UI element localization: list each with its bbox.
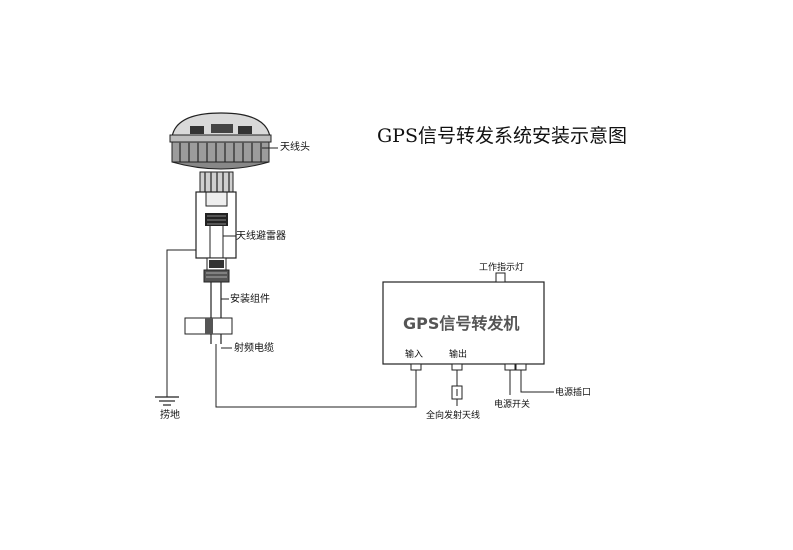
- label-indicator: 工作指示灯: [479, 261, 524, 273]
- label-antenna-head: 天线头: [280, 140, 310, 153]
- antenna-connector: [199, 171, 234, 226]
- input-port-icon: [410, 363, 422, 371]
- label-arrester: 天线避雷器: [236, 229, 286, 242]
- label-power-port: 电源插口: [555, 386, 591, 398]
- label-ground: 捞地: [160, 408, 180, 421]
- power-port-icon: [515, 363, 554, 393]
- label-output: 输出: [449, 348, 467, 360]
- label-mount: 安装组件: [230, 292, 270, 305]
- output-port-icon: [451, 363, 463, 386]
- antenna-head: [169, 112, 272, 170]
- omni-antenna-icon: [451, 385, 463, 406]
- repeater-device: [382, 281, 545, 365]
- label-power-switch: 电源开关: [494, 398, 530, 410]
- ground-wire: [166, 249, 196, 397]
- label-omni-antenna: 全向发射天线: [426, 409, 480, 421]
- indicator-light-icon: [495, 272, 506, 283]
- lightning-arrester: [195, 191, 237, 271]
- rf-cable: [215, 344, 417, 408]
- diagram-title: GPS信号转发系统安装示意图: [377, 125, 627, 147]
- device-name: GPS信号转发机: [403, 314, 519, 333]
- label-rf-cable: 射频电缆: [234, 341, 274, 354]
- label-input: 输入: [405, 348, 423, 360]
- ground-icon: [155, 396, 179, 406]
- power-switch-icon: [504, 363, 516, 395]
- mount-assembly: [184, 269, 233, 344]
